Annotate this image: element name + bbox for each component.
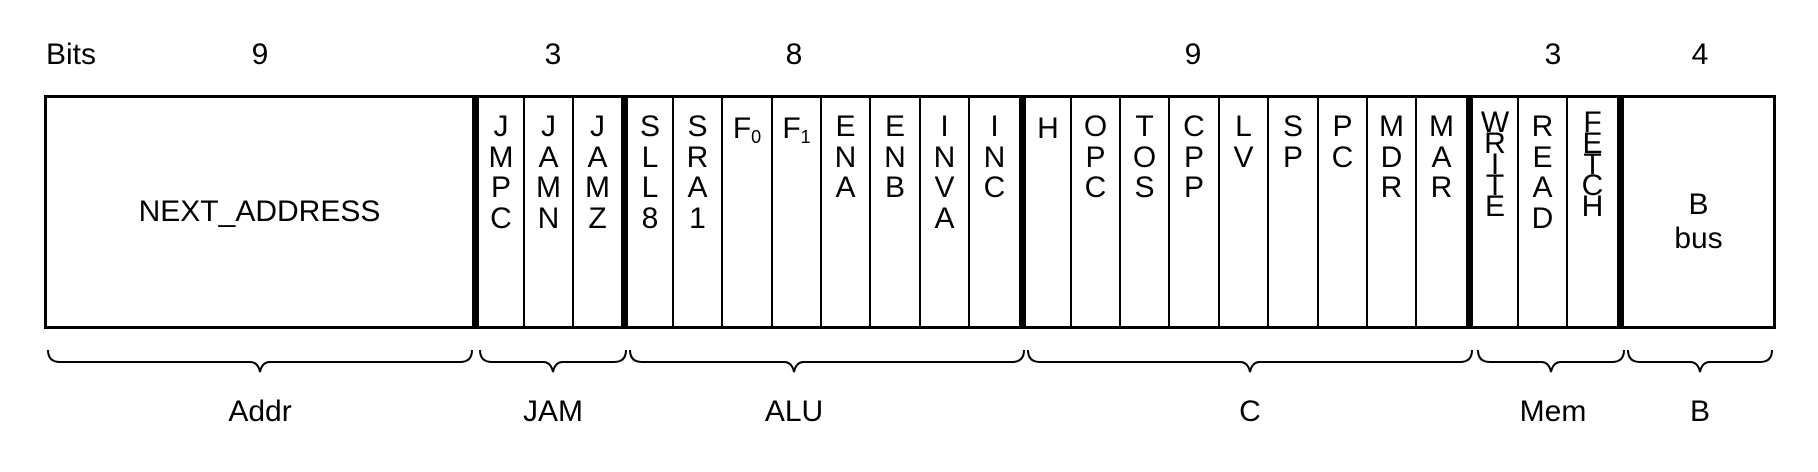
b-bus-line-1: B xyxy=(1688,188,1709,221)
bits-count-c: 9 xyxy=(1184,38,1202,71)
brace-jam xyxy=(479,349,627,373)
field-label: NEXT_ADDRESS xyxy=(138,195,381,228)
field-h: H xyxy=(1019,98,1070,326)
bits-count-jam: 3 xyxy=(544,38,562,71)
brace-c xyxy=(1027,349,1473,373)
b-bus-line-2: bus xyxy=(1674,222,1723,255)
group-label-addr: Addr xyxy=(228,395,292,428)
group-label-c: C xyxy=(1239,395,1261,428)
bits-count-mem: 3 xyxy=(1544,38,1562,71)
field-f1: F1 xyxy=(771,98,820,326)
group-label-jam: JAM xyxy=(523,395,583,428)
bits-count-alu: 8 xyxy=(785,38,803,71)
field-label: H xyxy=(1037,112,1059,145)
field-b-bus: B bus xyxy=(1617,98,1773,326)
field-label: F0 xyxy=(732,112,762,147)
brace-alu xyxy=(629,349,1025,373)
brace-addr xyxy=(47,349,473,373)
group-label-mem: Mem xyxy=(1519,395,1587,428)
field-next-address: NEXT_ADDRESS xyxy=(47,98,472,326)
bits-label: Bits xyxy=(46,38,97,71)
group-label-alu: ALU xyxy=(764,395,824,428)
brace-mem xyxy=(1477,349,1625,373)
field-label: F1 xyxy=(782,112,811,147)
field-label: B bus xyxy=(1624,188,1773,256)
field-f0: F0 xyxy=(721,98,771,326)
bits-count-addr: 9 xyxy=(251,38,269,71)
brace-b xyxy=(1627,349,1773,373)
bits-count-b: 4 xyxy=(1691,38,1709,71)
group-label-b: B xyxy=(1689,395,1710,428)
